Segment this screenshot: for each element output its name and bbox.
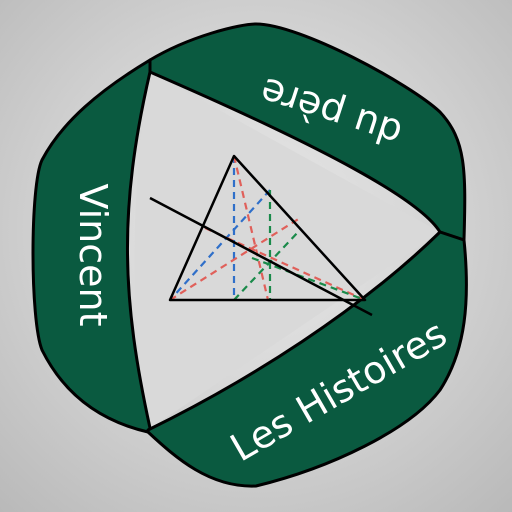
triangle-construction-diagram-icon (149, 154, 373, 317)
mobius-triangle-band-icon (31, 22, 468, 488)
dashed-line-green-2 (233, 229, 301, 301)
dashed-line-red-2 (169, 217, 301, 301)
band-strip-bottom (146, 230, 468, 488)
dashed-line-blue-2 (169, 189, 271, 301)
dashed-line-red-1 (232, 155, 270, 301)
band-strip-top (148, 22, 467, 242)
inner-background (134, 72, 440, 430)
dashed-line-green-3 (251, 256, 366, 302)
band-strip-left (31, 58, 152, 434)
band-text-left: Vincent (71, 183, 115, 326)
black-line (149, 196, 373, 317)
triangle-outline (168, 154, 367, 302)
